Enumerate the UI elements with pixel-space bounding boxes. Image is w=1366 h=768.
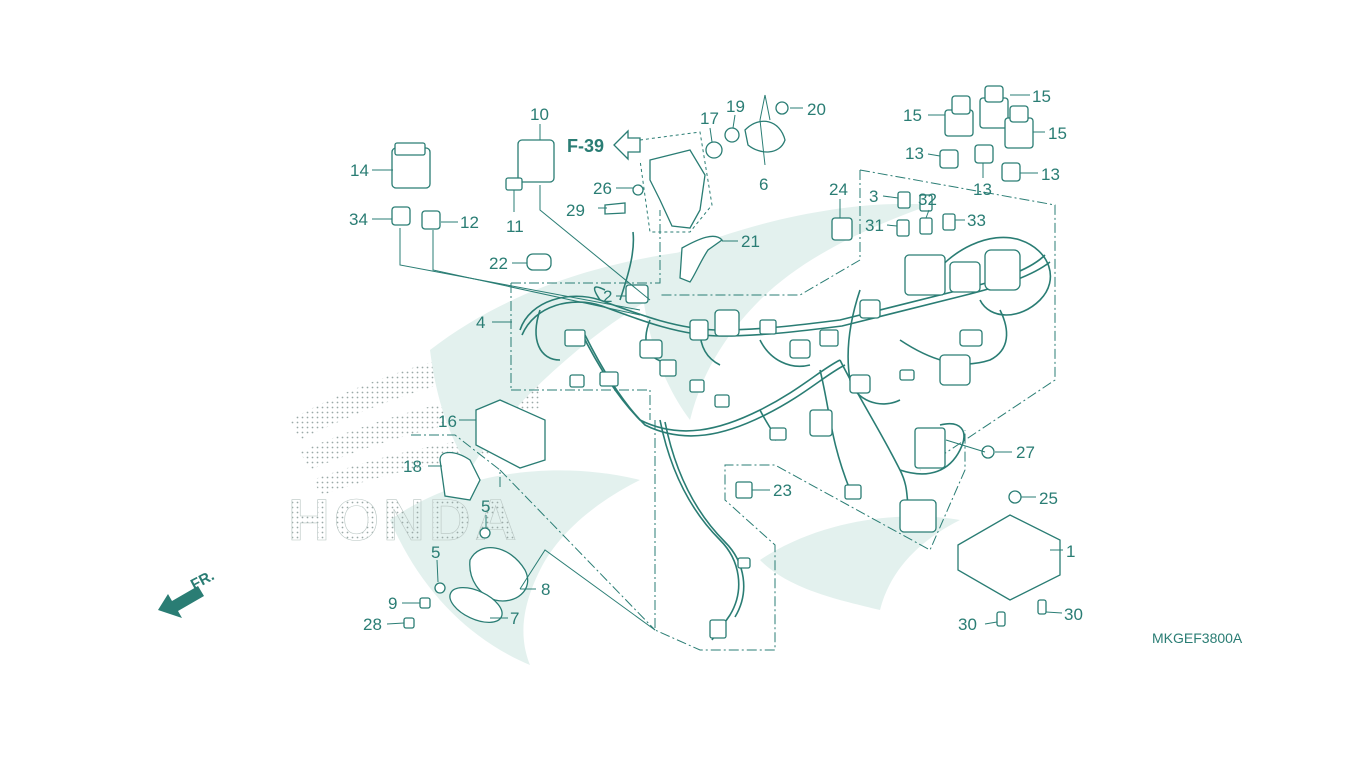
callout-27[interactable]: 27 [1016, 443, 1035, 462]
callout-7[interactable]: 7 [510, 609, 519, 628]
callout-30a[interactable]: 30 [958, 615, 977, 634]
part-6-shape [744, 120, 786, 153]
callout-34[interactable]: 34 [349, 210, 368, 229]
part-2-shape [625, 284, 649, 304]
callout-25[interactable]: 25 [1039, 489, 1058, 508]
part-12-shape [421, 210, 441, 230]
callout-33[interactable]: 33 [967, 211, 986, 230]
callout-4[interactable]: 4 [476, 313, 485, 332]
callout-32[interactable]: 32 [918, 190, 937, 209]
callout-5b[interactable]: 5 [431, 543, 440, 562]
leader-lines [372, 94, 1063, 631]
callout-18[interactable]: 18 [403, 457, 422, 476]
callout-9[interactable]: 9 [388, 594, 397, 613]
callout-19[interactable]: 19 [726, 97, 745, 116]
callout-31[interactable]: 31 [865, 216, 884, 235]
part-24-shape [831, 217, 853, 241]
callout-15a[interactable]: 15 [903, 106, 922, 125]
callout-13b[interactable]: 13 [973, 180, 992, 199]
callout-5a[interactable]: 5 [481, 497, 490, 516]
callout-11[interactable]: 11 [506, 217, 524, 236]
part-11-shape [505, 177, 523, 191]
callout-15c[interactable]: 15 [1048, 124, 1067, 143]
main-wire-harness [519, 231, 1052, 641]
callout-1[interactable]: 1 [1066, 542, 1075, 561]
callout-24[interactable]: 24 [829, 180, 848, 199]
callout-17[interactable]: 17 [700, 109, 719, 128]
group-outlines [411, 131, 1056, 651]
callout-15b[interactable]: 15 [1032, 87, 1051, 106]
f39-label: F-39 [567, 136, 604, 156]
part-16-shape [475, 399, 546, 469]
part-7-shape [449, 587, 503, 623]
callout-12[interactable]: 12 [460, 213, 479, 232]
callout-23[interactable]: 23 [773, 481, 792, 500]
f39-reference-arrow[interactable]: F-39 [567, 129, 641, 161]
callout-28[interactable]: 28 [363, 615, 382, 634]
horn-shape [469, 547, 529, 602]
callout-2[interactable]: 2 [603, 287, 612, 306]
callout-6[interactable]: 6 [759, 175, 768, 194]
callout-3[interactable]: 3 [869, 187, 878, 206]
callout-26[interactable]: 26 [593, 179, 612, 198]
callout-numbers: 14 34 12 10 11 22 2 4 26 29 17 19 20 6 2… [349, 87, 1083, 634]
part-23-shape [735, 481, 753, 499]
callout-13a[interactable]: 13 [905, 144, 924, 163]
callout-13c[interactable]: 13 [1041, 165, 1060, 184]
part-18-shape [439, 451, 481, 501]
callout-10[interactable]: 10 [530, 105, 549, 124]
part-1-shape [957, 514, 1061, 601]
callout-29[interactable]: 29 [566, 201, 585, 220]
parts [391, 85, 1061, 629]
watermark-text: HONDA [288, 488, 521, 553]
callout-21[interactable]: 21 [741, 232, 760, 251]
callout-30b[interactable]: 30 [1064, 605, 1083, 624]
bracket-shape [649, 149, 706, 229]
callout-20[interactable]: 20 [807, 100, 826, 119]
callout-8[interactable]: 8 [541, 580, 550, 599]
front-direction-arrow: FR. [158, 567, 217, 618]
callout-16[interactable]: 16 [438, 412, 457, 431]
callout-22[interactable]: 22 [489, 254, 508, 273]
part-21-shape [679, 235, 723, 283]
part-34-shape [391, 206, 411, 226]
diagram-code: MKGEF3800A [1152, 630, 1243, 646]
part-10-shape [517, 139, 555, 183]
part-22-shape [526, 253, 552, 271]
callout-14[interactable]: 14 [350, 161, 369, 180]
